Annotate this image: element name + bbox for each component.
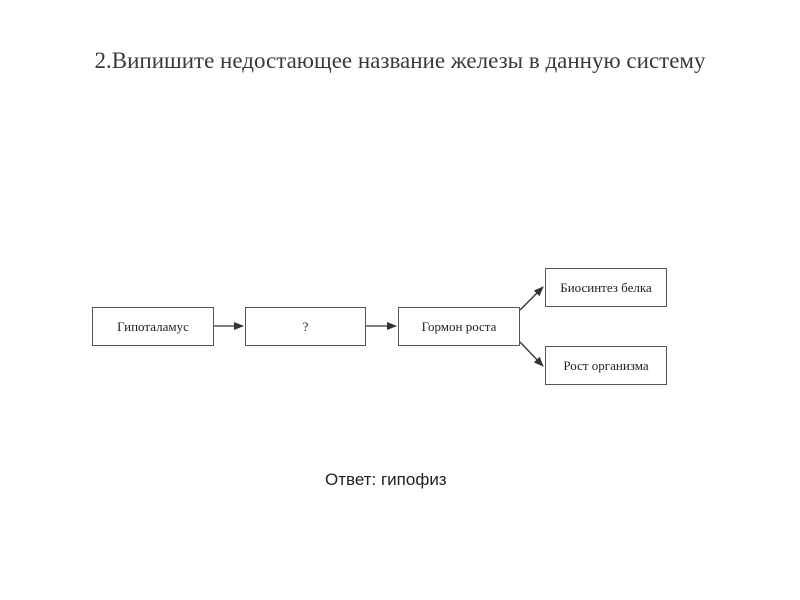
node-growth-hormone: Гормон роста	[398, 307, 520, 346]
node-protein-biosynthesis: Биосинтез белка	[545, 268, 667, 307]
node-organism-growth: Рост организма	[545, 346, 667, 385]
answer-text: Ответ: гипофиз	[325, 470, 447, 489]
slide-title: 2.Випишите недостающее название железы в…	[94, 48, 706, 73]
node-hypothalamus-label: Гипоталамус	[117, 318, 189, 334]
node-hypothalamus: Гипоталамус	[92, 307, 214, 346]
node-organism-growth-label: Рост организма	[563, 357, 649, 373]
node-protein-biosynthesis-label: Биосинтез белка	[560, 279, 652, 295]
node-unknown-gland: ?	[245, 307, 366, 346]
arrow-growth-hormone-to-organism-growth	[519, 341, 544, 367]
node-growth-hormone-label: Гормон роста	[421, 318, 497, 334]
arrow-growth-hormone-to-protein-biosynthesis	[519, 286, 544, 311]
node-unknown-gland-label: ?	[302, 318, 309, 334]
